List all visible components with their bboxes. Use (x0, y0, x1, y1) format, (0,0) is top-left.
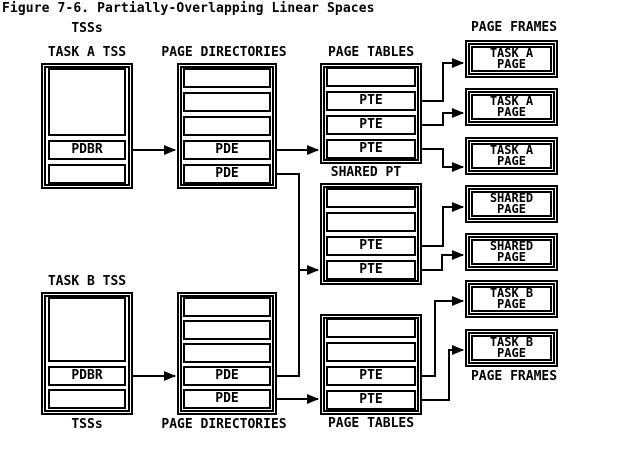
figure-title: Figure 7-6. Partially-Overlapping Linear… (2, 1, 375, 16)
inner-border (180, 66, 274, 186)
dir-b-row-2 (183, 343, 271, 363)
frame-line1: TASK B (489, 335, 534, 349)
label-page-tables-bottom: PAGE TABLES (327, 416, 415, 431)
connector-pt-a-to-frame-3 (422, 148, 464, 172)
shared-pt-row-0 (326, 188, 416, 208)
pt-a-pte-row-2: PTE (326, 115, 416, 135)
task-b-tss-free-cell (48, 297, 126, 362)
shared-pt-pte-row-2: PTE (326, 236, 416, 256)
inner-border (468, 332, 555, 364)
frame-line1: SHARED (489, 239, 534, 253)
inner-border (44, 295, 130, 412)
inner-border (468, 236, 555, 268)
frame-label: TASK A PAGE (471, 46, 552, 72)
inner-border (468, 140, 555, 172)
dir-b-row-1 (183, 320, 271, 340)
frame-line2: PAGE (497, 250, 526, 264)
label-page-directories-bottom: PAGE DIRECTORIES (161, 417, 287, 432)
label-page-frames-top: PAGE FRAMES (470, 20, 558, 35)
pt-a-row-0 (326, 67, 416, 87)
frame-label: TASK A PAGE (471, 143, 552, 169)
connector-shared-pt-to-frame-4 (422, 202, 464, 247)
label-task-b-tss: TASK B TSS (47, 274, 127, 289)
frame-line1: TASK A (489, 94, 534, 108)
frame-label: TASK B PAGE (471, 335, 552, 361)
dir-a-row-2 (183, 116, 271, 136)
pt-b-row-0 (326, 318, 416, 338)
label-shared-pt: SHARED PT (330, 165, 402, 180)
frame-line2: PAGE (497, 154, 526, 168)
shared-pt-row-1 (326, 212, 416, 232)
shared-pt-pte-row-3: PTE (326, 260, 416, 280)
frame-line1: TASK A (489, 46, 534, 60)
frame-label: TASK A PAGE (471, 94, 552, 120)
inner-border (468, 43, 555, 75)
frame-task-a-page-3: TASK A PAGE (465, 137, 558, 175)
pt-b-pte-row-3: PTE (326, 390, 416, 410)
label-tsss-bottom: TSSs (71, 417, 103, 432)
connector-shared-junction (277, 173, 300, 377)
label-page-tables-top: PAGE TABLES (327, 45, 415, 60)
frame-line2: PAGE (497, 297, 526, 311)
task-b-pdbr-cell: PDBR (48, 366, 126, 386)
task-a-tss-free-cell (48, 68, 126, 136)
frame-line2: PAGE (497, 346, 526, 360)
label-tsss-top: TSSs (71, 21, 103, 36)
inner-border (468, 283, 555, 315)
label-task-a-tss: TASK A TSS (47, 45, 127, 60)
connector-pt-a-to-frame-2 (422, 108, 464, 126)
frame-label: SHARED PAGE (471, 239, 552, 265)
frame-task-a-page-1: TASK A PAGE (465, 40, 558, 78)
task-b-tss-empty-cell (48, 389, 126, 409)
dir-a-pde-row-3: PDE (183, 140, 271, 160)
connector-pt-b-to-frame-6 (422, 296, 464, 377)
label-page-directories-top: PAGE DIRECTORIES (161, 45, 287, 60)
dir-a-pde-row-4: PDE (183, 164, 271, 184)
frame-shared-page-2: SHARED PAGE (465, 233, 558, 271)
inner-border (323, 186, 419, 282)
frame-line1: TASK B (489, 286, 534, 300)
connector-shared-pt-to-frame-5 (422, 250, 464, 271)
frame-line1: SHARED (489, 191, 534, 205)
task-a-pdbr-cell: PDBR (48, 140, 126, 160)
inner-border (44, 66, 130, 186)
frame-line2: PAGE (497, 105, 526, 119)
task-a-tss-empty-cell (48, 164, 126, 184)
frame-task-b-page-1: TASK B PAGE (465, 280, 558, 318)
frame-task-b-page-2: TASK B PAGE (465, 329, 558, 367)
inner-border (468, 91, 555, 123)
frame-shared-page-1: SHARED PAGE (465, 185, 558, 223)
frame-task-a-page-2: TASK A PAGE (465, 88, 558, 126)
dir-a-row-1 (183, 92, 271, 112)
inner-border (468, 188, 555, 220)
pt-a-pte-row-3: PTE (326, 139, 416, 159)
dir-b-row-0 (183, 297, 271, 317)
frame-label: TASK B PAGE (471, 286, 552, 312)
connector-pt-a-to-frame-1 (422, 58, 464, 102)
frame-line2: PAGE (497, 57, 526, 71)
connector-pt-b-to-frame-7 (422, 345, 464, 401)
frame-line1: TASK A (489, 143, 534, 157)
dir-b-pde-row-4: PDE (183, 389, 271, 409)
pt-b-pte-row-2: PTE (326, 366, 416, 386)
pt-b-row-1 (326, 342, 416, 362)
frame-label: SHARED PAGE (471, 191, 552, 217)
dir-b-pde-row-3: PDE (183, 366, 271, 386)
frame-line2: PAGE (497, 202, 526, 216)
dir-a-row-0 (183, 68, 271, 88)
pt-a-pte-row-1: PTE (326, 91, 416, 111)
label-page-frames-bottom: PAGE FRAMES (470, 369, 558, 384)
inner-border (180, 295, 274, 412)
